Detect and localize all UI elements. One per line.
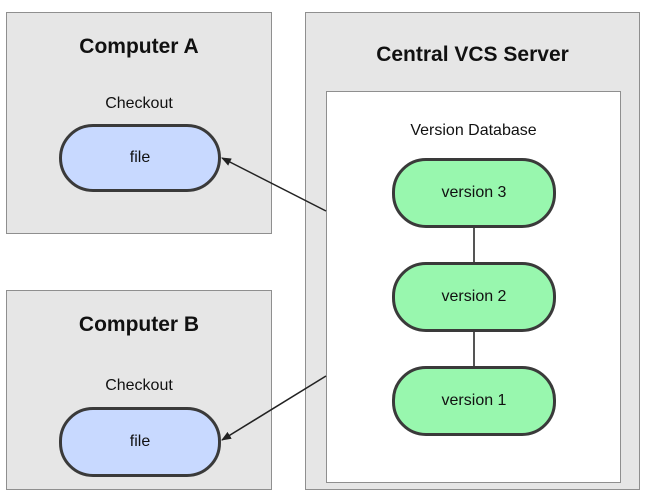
computer-b-checkout-label: Checkout <box>105 377 173 394</box>
version-connector-3-2 <box>473 226 475 262</box>
computer-a-file-node: file <box>59 124 221 192</box>
version-node-1: version 1 <box>392 366 556 436</box>
computer-a-title: Computer A <box>79 35 199 58</box>
computer-b-box: Computer B Checkout file <box>6 290 272 490</box>
version-node-3: version 3 <box>392 158 556 228</box>
version-node-2: version 2 <box>392 262 556 332</box>
computer-a-box: Computer A Checkout file <box>6 12 272 234</box>
version-node-1-label: version 1 <box>441 392 507 409</box>
computer-a-checkout-label: Checkout <box>105 95 173 112</box>
central-server-title: Central VCS Server <box>376 43 569 66</box>
version-connector-2-1 <box>473 330 475 366</box>
central-server-box: Central VCS Server Version Database vers… <box>305 12 640 490</box>
computer-a-file-label: file <box>129 149 151 166</box>
computer-b-file-node: file <box>59 407 221 477</box>
version-database-label: Version Database <box>410 122 537 139</box>
version-database-panel: Version Database version 3 version 2 ver… <box>326 91 621 483</box>
computer-b-title: Computer B <box>78 313 200 336</box>
computer-b-file-label: file <box>129 433 151 450</box>
version-node-2-label: version 2 <box>441 288 507 305</box>
version-node-3-label: version 3 <box>441 184 507 201</box>
